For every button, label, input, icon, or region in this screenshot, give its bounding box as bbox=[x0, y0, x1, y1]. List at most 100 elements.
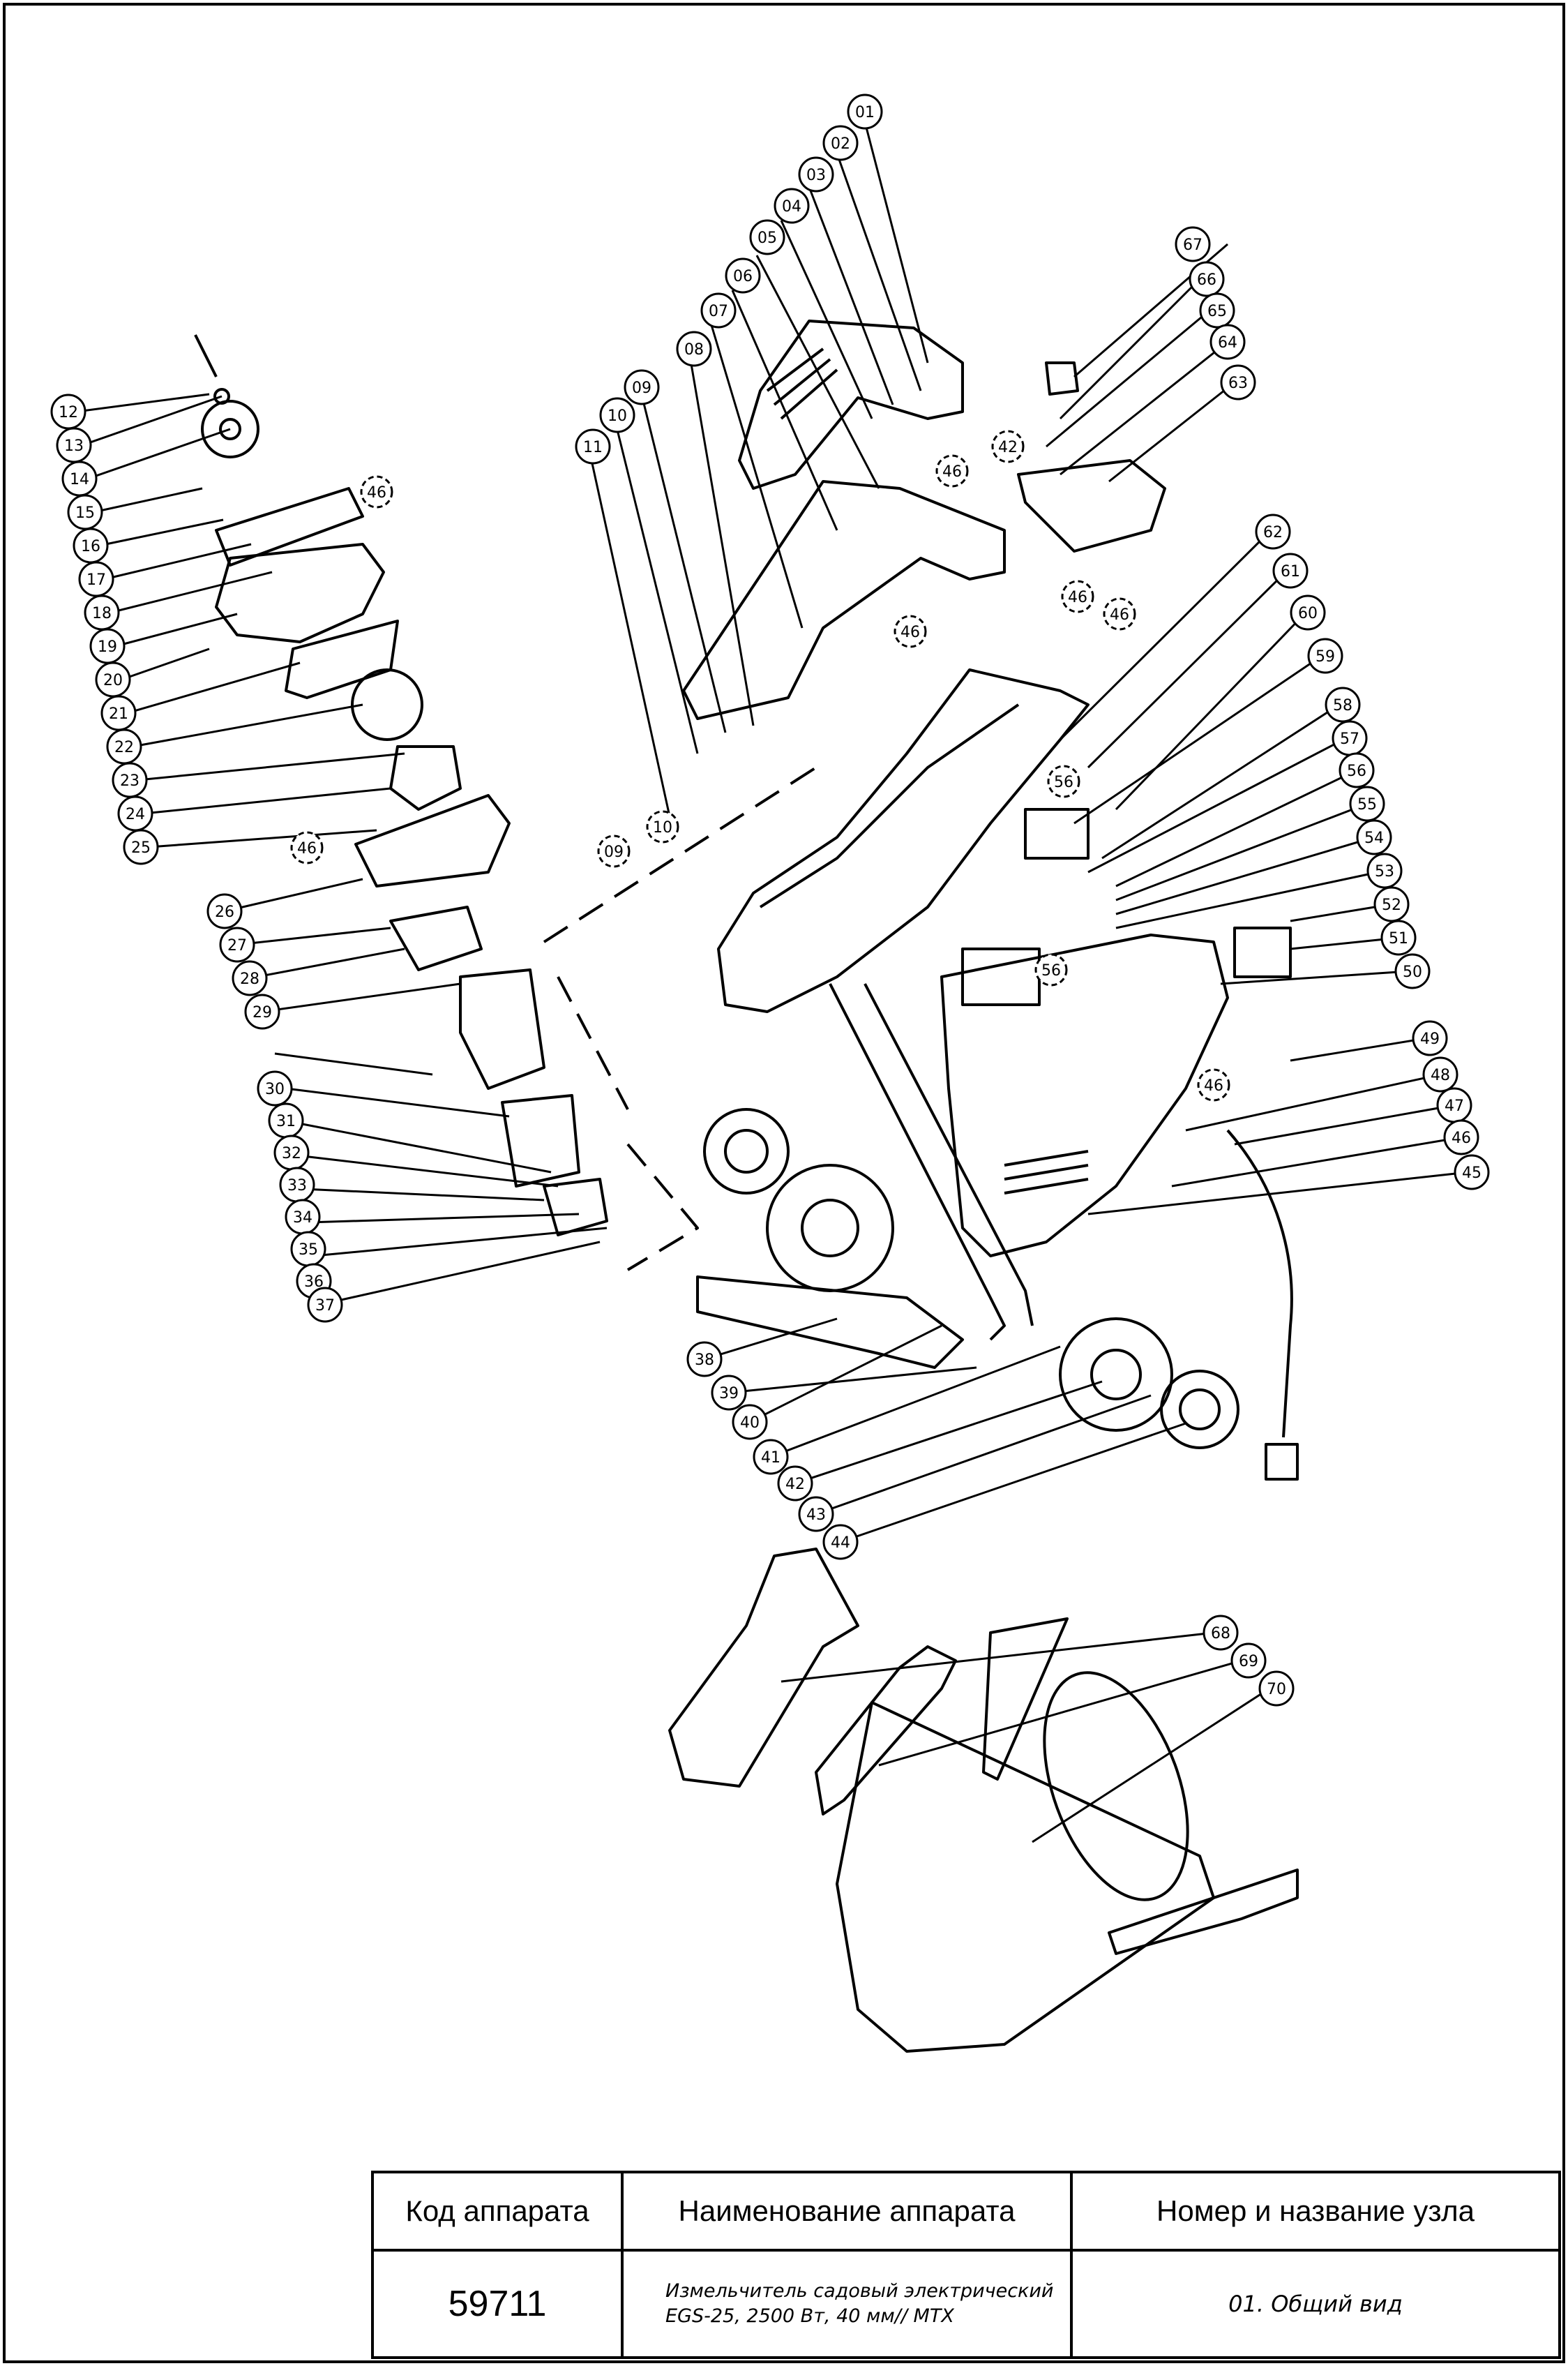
callout-number: 68 bbox=[1211, 1625, 1230, 1642]
callout-number: 67 bbox=[1183, 237, 1203, 254]
callout-65: 65 bbox=[1199, 292, 1235, 329]
callout-number: 03 bbox=[806, 167, 826, 184]
callout-38: 38 bbox=[686, 1341, 723, 1377]
callout-number: 37 bbox=[315, 1297, 335, 1315]
callout-37: 37 bbox=[307, 1287, 343, 1323]
callout-58: 58 bbox=[1325, 687, 1361, 723]
callout-number: 25 bbox=[131, 839, 151, 857]
callout-number: 44 bbox=[831, 1534, 850, 1552]
callout-02: 02 bbox=[822, 125, 859, 161]
callout-number: 21 bbox=[109, 705, 128, 723]
callout-circle bbox=[1307, 638, 1343, 674]
bag-strap-right bbox=[1108, 1869, 1299, 1955]
callout-44: 44 bbox=[822, 1524, 859, 1560]
callout-14: 14 bbox=[61, 461, 98, 497]
callout-number: 46 bbox=[367, 484, 386, 502]
callout-07: 07 bbox=[700, 292, 737, 329]
callout-59: 59 bbox=[1307, 638, 1343, 674]
callout-number: 33 bbox=[287, 1177, 307, 1195]
callout-circle bbox=[1047, 765, 1080, 798]
callout-circle bbox=[1209, 324, 1246, 360]
callout-number: 40 bbox=[740, 1414, 760, 1432]
callout-04: 04 bbox=[774, 188, 810, 224]
hubcap-right-inner bbox=[1179, 1388, 1221, 1430]
power-cord bbox=[1226, 1129, 1293, 1438]
callout-number: 65 bbox=[1207, 303, 1227, 320]
callout-circle bbox=[257, 1070, 293, 1107]
disc-14 bbox=[201, 400, 259, 458]
callout-19: 19 bbox=[89, 628, 126, 664]
callout-48: 48 bbox=[1422, 1056, 1458, 1093]
callout-number: 63 bbox=[1228, 375, 1248, 392]
callout-46: 46 bbox=[290, 831, 324, 864]
callout-number: 42 bbox=[785, 1476, 805, 1493]
callout-23: 23 bbox=[112, 762, 148, 798]
device-name: Измельчитель садовый электрический EGS-2… bbox=[624, 2249, 1073, 2359]
callout-number: 10 bbox=[608, 407, 627, 425]
callout-number: 64 bbox=[1218, 334, 1237, 352]
callout-46: 46 bbox=[1061, 580, 1094, 613]
title-block-value-row: 59711 Измельчитель садовый электрический… bbox=[374, 2249, 1558, 2359]
wheel-left bbox=[766, 1164, 894, 1292]
callout-circle bbox=[360, 475, 393, 509]
callout-number: 41 bbox=[761, 1449, 781, 1467]
callout-circle bbox=[1230, 1642, 1267, 1679]
callout-05: 05 bbox=[749, 219, 785, 255]
callout-number: 61 bbox=[1281, 563, 1300, 581]
callout-circle bbox=[290, 831, 324, 864]
callout-18: 18 bbox=[84, 594, 120, 631]
callout-09: 09 bbox=[597, 834, 631, 868]
callout-46: 46 bbox=[1103, 597, 1136, 631]
unit-name: 01. Общий вид bbox=[1228, 2291, 1403, 2317]
callout-56: 56 bbox=[1339, 752, 1375, 788]
callout-circle bbox=[1380, 920, 1417, 956]
callout-number: 56 bbox=[1054, 774, 1073, 791]
callout-17: 17 bbox=[78, 561, 114, 597]
callout-circle bbox=[599, 397, 635, 433]
callout-39: 39 bbox=[711, 1375, 747, 1411]
callout-number: 26 bbox=[215, 904, 234, 921]
callout-circle bbox=[686, 1341, 723, 1377]
callout-54: 54 bbox=[1356, 819, 1392, 855]
callout-circle bbox=[822, 1524, 859, 1560]
callout-64: 64 bbox=[1209, 324, 1246, 360]
bag-opening bbox=[1043, 1671, 1189, 1901]
callout-66: 66 bbox=[1189, 261, 1225, 297]
callout-circle bbox=[1394, 953, 1431, 989]
callout-number: 62 bbox=[1263, 524, 1283, 541]
brush-holder bbox=[543, 1178, 608, 1236]
callout-circle bbox=[935, 454, 969, 488]
callout-number: 60 bbox=[1298, 605, 1318, 622]
callout-46: 46 bbox=[1443, 1119, 1479, 1155]
callout-68: 68 bbox=[1203, 1615, 1239, 1651]
callout-45: 45 bbox=[1454, 1154, 1490, 1190]
callout-43: 43 bbox=[798, 1496, 834, 1532]
switch-plate bbox=[961, 948, 1041, 1006]
callout-number: 51 bbox=[1389, 930, 1408, 948]
callout-number: 46 bbox=[1204, 1077, 1223, 1095]
feed-chute bbox=[682, 480, 1006, 720]
callout-circle bbox=[1061, 580, 1094, 613]
callout-16: 16 bbox=[73, 527, 109, 564]
callout-circle bbox=[749, 219, 785, 255]
callout-69: 69 bbox=[1230, 1642, 1267, 1679]
callout-number: 54 bbox=[1364, 830, 1384, 847]
callout-circle bbox=[1325, 687, 1361, 723]
callout-03: 03 bbox=[798, 156, 834, 193]
callout-number: 14 bbox=[70, 471, 89, 488]
callout-circle bbox=[676, 331, 712, 367]
callout-circle bbox=[798, 156, 834, 193]
callout-number: 34 bbox=[293, 1209, 312, 1227]
callout-circle bbox=[822, 125, 859, 161]
frame-leg-front bbox=[696, 1275, 964, 1369]
callout-circle bbox=[991, 430, 1025, 463]
callout-29: 29 bbox=[244, 994, 280, 1030]
callout-number: 16 bbox=[81, 538, 100, 555]
callout-circle bbox=[1175, 226, 1211, 262]
sheet-frame bbox=[3, 3, 1565, 2363]
callout-61: 61 bbox=[1272, 553, 1309, 589]
callout-number: 55 bbox=[1357, 796, 1377, 814]
callout-circle bbox=[777, 1465, 813, 1502]
